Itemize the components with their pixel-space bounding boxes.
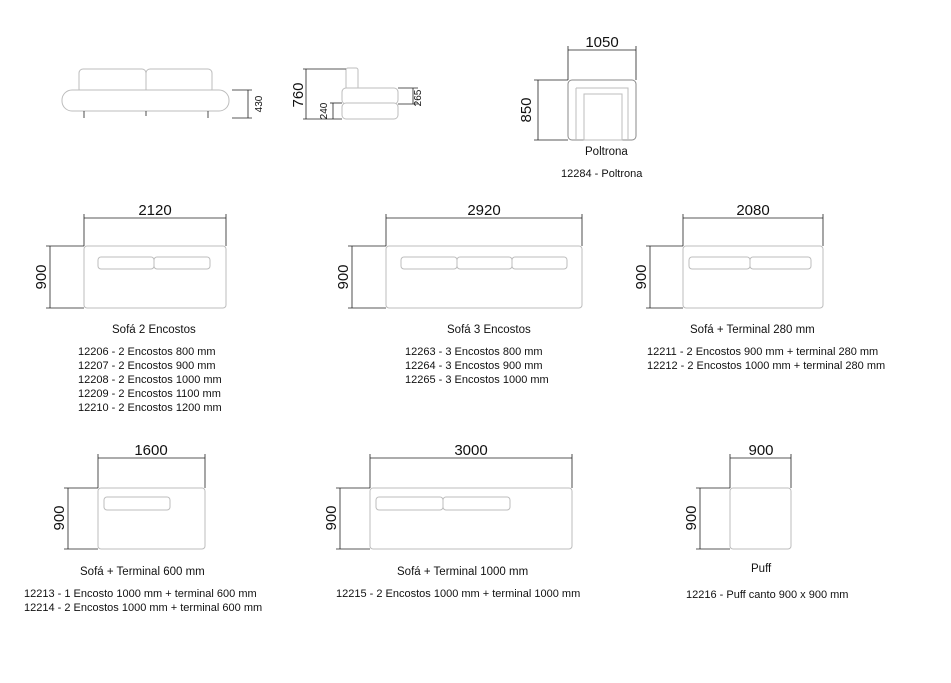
puff-outline	[729, 487, 792, 550]
side-seat	[61, 89, 230, 112]
poltrona-title: Poltrona	[585, 146, 628, 158]
list-item: 12211 - 2 Encostos 900 mm + terminal 280…	[647, 346, 879, 358]
sofa2-outline	[83, 245, 227, 309]
list-item: 12210 - 2 Encostos 1200 mm	[78, 402, 222, 414]
t280-title: Sofá + Terminal 280 mm	[690, 324, 815, 336]
list-item: 12263 - 3 Encostos 800 mm	[405, 346, 543, 358]
side-backrest-right	[145, 68, 213, 94]
sofa3-list: 12263 - 3 Encostos 800 mm 12264 - 3 Enco…	[405, 345, 549, 387]
poltrona-plan: 1050 850	[518, 34, 637, 141]
list-item: 12215 - 2 Encostos 1000 mm + terminal 10…	[336, 588, 581, 600]
dim-900-t1000: 900	[323, 505, 340, 530]
dim-1050: 1050	[585, 34, 618, 51]
t280-backrest-2	[749, 256, 812, 270]
list-item: 12214 - 2 Encostos 1000 mm + terminal 60…	[24, 602, 263, 614]
poltrona-item: 12284 - Poltrona	[561, 168, 643, 180]
side-backrest-left	[78, 68, 147, 94]
sofa-t1000-plan: 3000 900	[323, 442, 573, 550]
sofa2-backrest-1	[97, 256, 155, 270]
list-item: 12208 - 2 Encostos 1000 mm	[78, 374, 222, 386]
t280-outline	[682, 245, 824, 309]
sofa3-backrest-3	[511, 256, 568, 270]
dim-2920: 2920	[467, 202, 500, 219]
t280-backrest-1	[688, 256, 751, 270]
sofa-t280-plan: 2080 900	[633, 202, 824, 309]
dim-3000: 3000	[454, 442, 487, 459]
puff-plan: 900 900	[683, 442, 792, 550]
sofa2-plan: 2120 900	[33, 202, 227, 309]
puff-title: Puff	[751, 563, 772, 575]
t1000-backrest-2	[442, 496, 511, 511]
list-item: 12207 - 2 Encostos 900 mm	[78, 360, 216, 372]
dim-2120: 2120	[138, 202, 171, 219]
sofa3-title: Sofá 3 Encostos	[447, 324, 531, 336]
t600-backrest	[103, 496, 171, 511]
dim-760: 760	[290, 82, 307, 107]
sofa-side-elevation: 430	[61, 68, 265, 119]
dim-900-s3: 900	[335, 264, 352, 289]
sofa2-backrest-2	[153, 256, 211, 270]
t1000-backrest-1	[375, 496, 444, 511]
puff-item: 12216 - Puff canto 900 x 900 mm	[686, 589, 849, 601]
t600-title: Sofá + Terminal 600 mm	[80, 566, 205, 578]
poltrona-cushion	[583, 93, 623, 141]
dim-1600: 1600	[134, 442, 167, 459]
dim-850: 850	[518, 97, 535, 122]
dim-240: 240	[319, 102, 330, 119]
profile-seat	[341, 102, 399, 120]
profile-arm	[341, 87, 399, 105]
list-item: 12212 - 2 Encostos 1000 mm + terminal 28…	[647, 360, 886, 372]
sofa3-outline	[385, 245, 583, 309]
dim-900-puff-d: 900	[683, 505, 700, 530]
list-item: 12206 - 2 Encostos 800 mm	[78, 346, 216, 358]
t600-list: 12213 - 1 Encosto 1000 mm + terminal 600…	[24, 587, 262, 615]
sofa3-plan: 2920 900	[335, 202, 583, 309]
list-item: 12213 - 1 Encosto 1000 mm + terminal 600…	[24, 588, 257, 600]
t280-list: 12211 - 2 Encostos 900 mm + terminal 280…	[647, 345, 885, 373]
t1000-list: 12215 - 2 Encostos 1000 mm + terminal 10…	[336, 587, 580, 601]
sofa3-backrest-2	[456, 256, 513, 270]
dim-900-t280: 900	[633, 264, 650, 289]
sofa-t600-plan: 1600 900	[51, 442, 206, 550]
sofa-profile-view: 760 240 265	[290, 67, 424, 120]
sofa3-backrest-1	[400, 256, 458, 270]
list-item: 12264 - 3 Encostos 900 mm	[405, 360, 543, 372]
list-item: 12265 - 3 Encostos 1000 mm	[405, 374, 549, 386]
list-item: 12209 - 2 Encostos 1100 mm	[78, 388, 221, 400]
dim-900-t600: 900	[51, 505, 68, 530]
dim-265: 265	[413, 89, 424, 106]
dim-900-puff-w: 900	[748, 442, 773, 459]
dim-900-s2: 900	[33, 264, 50, 289]
dim-430: 430	[254, 95, 265, 112]
t1000-title: Sofá + Terminal 1000 mm	[397, 566, 529, 578]
dim-2080: 2080	[736, 202, 769, 219]
sofa2-title: Sofá 2 Encostos	[112, 324, 196, 336]
sofa2-list: 12206 - 2 Encostos 800 mm 12207 - 2 Enco…	[78, 345, 222, 415]
